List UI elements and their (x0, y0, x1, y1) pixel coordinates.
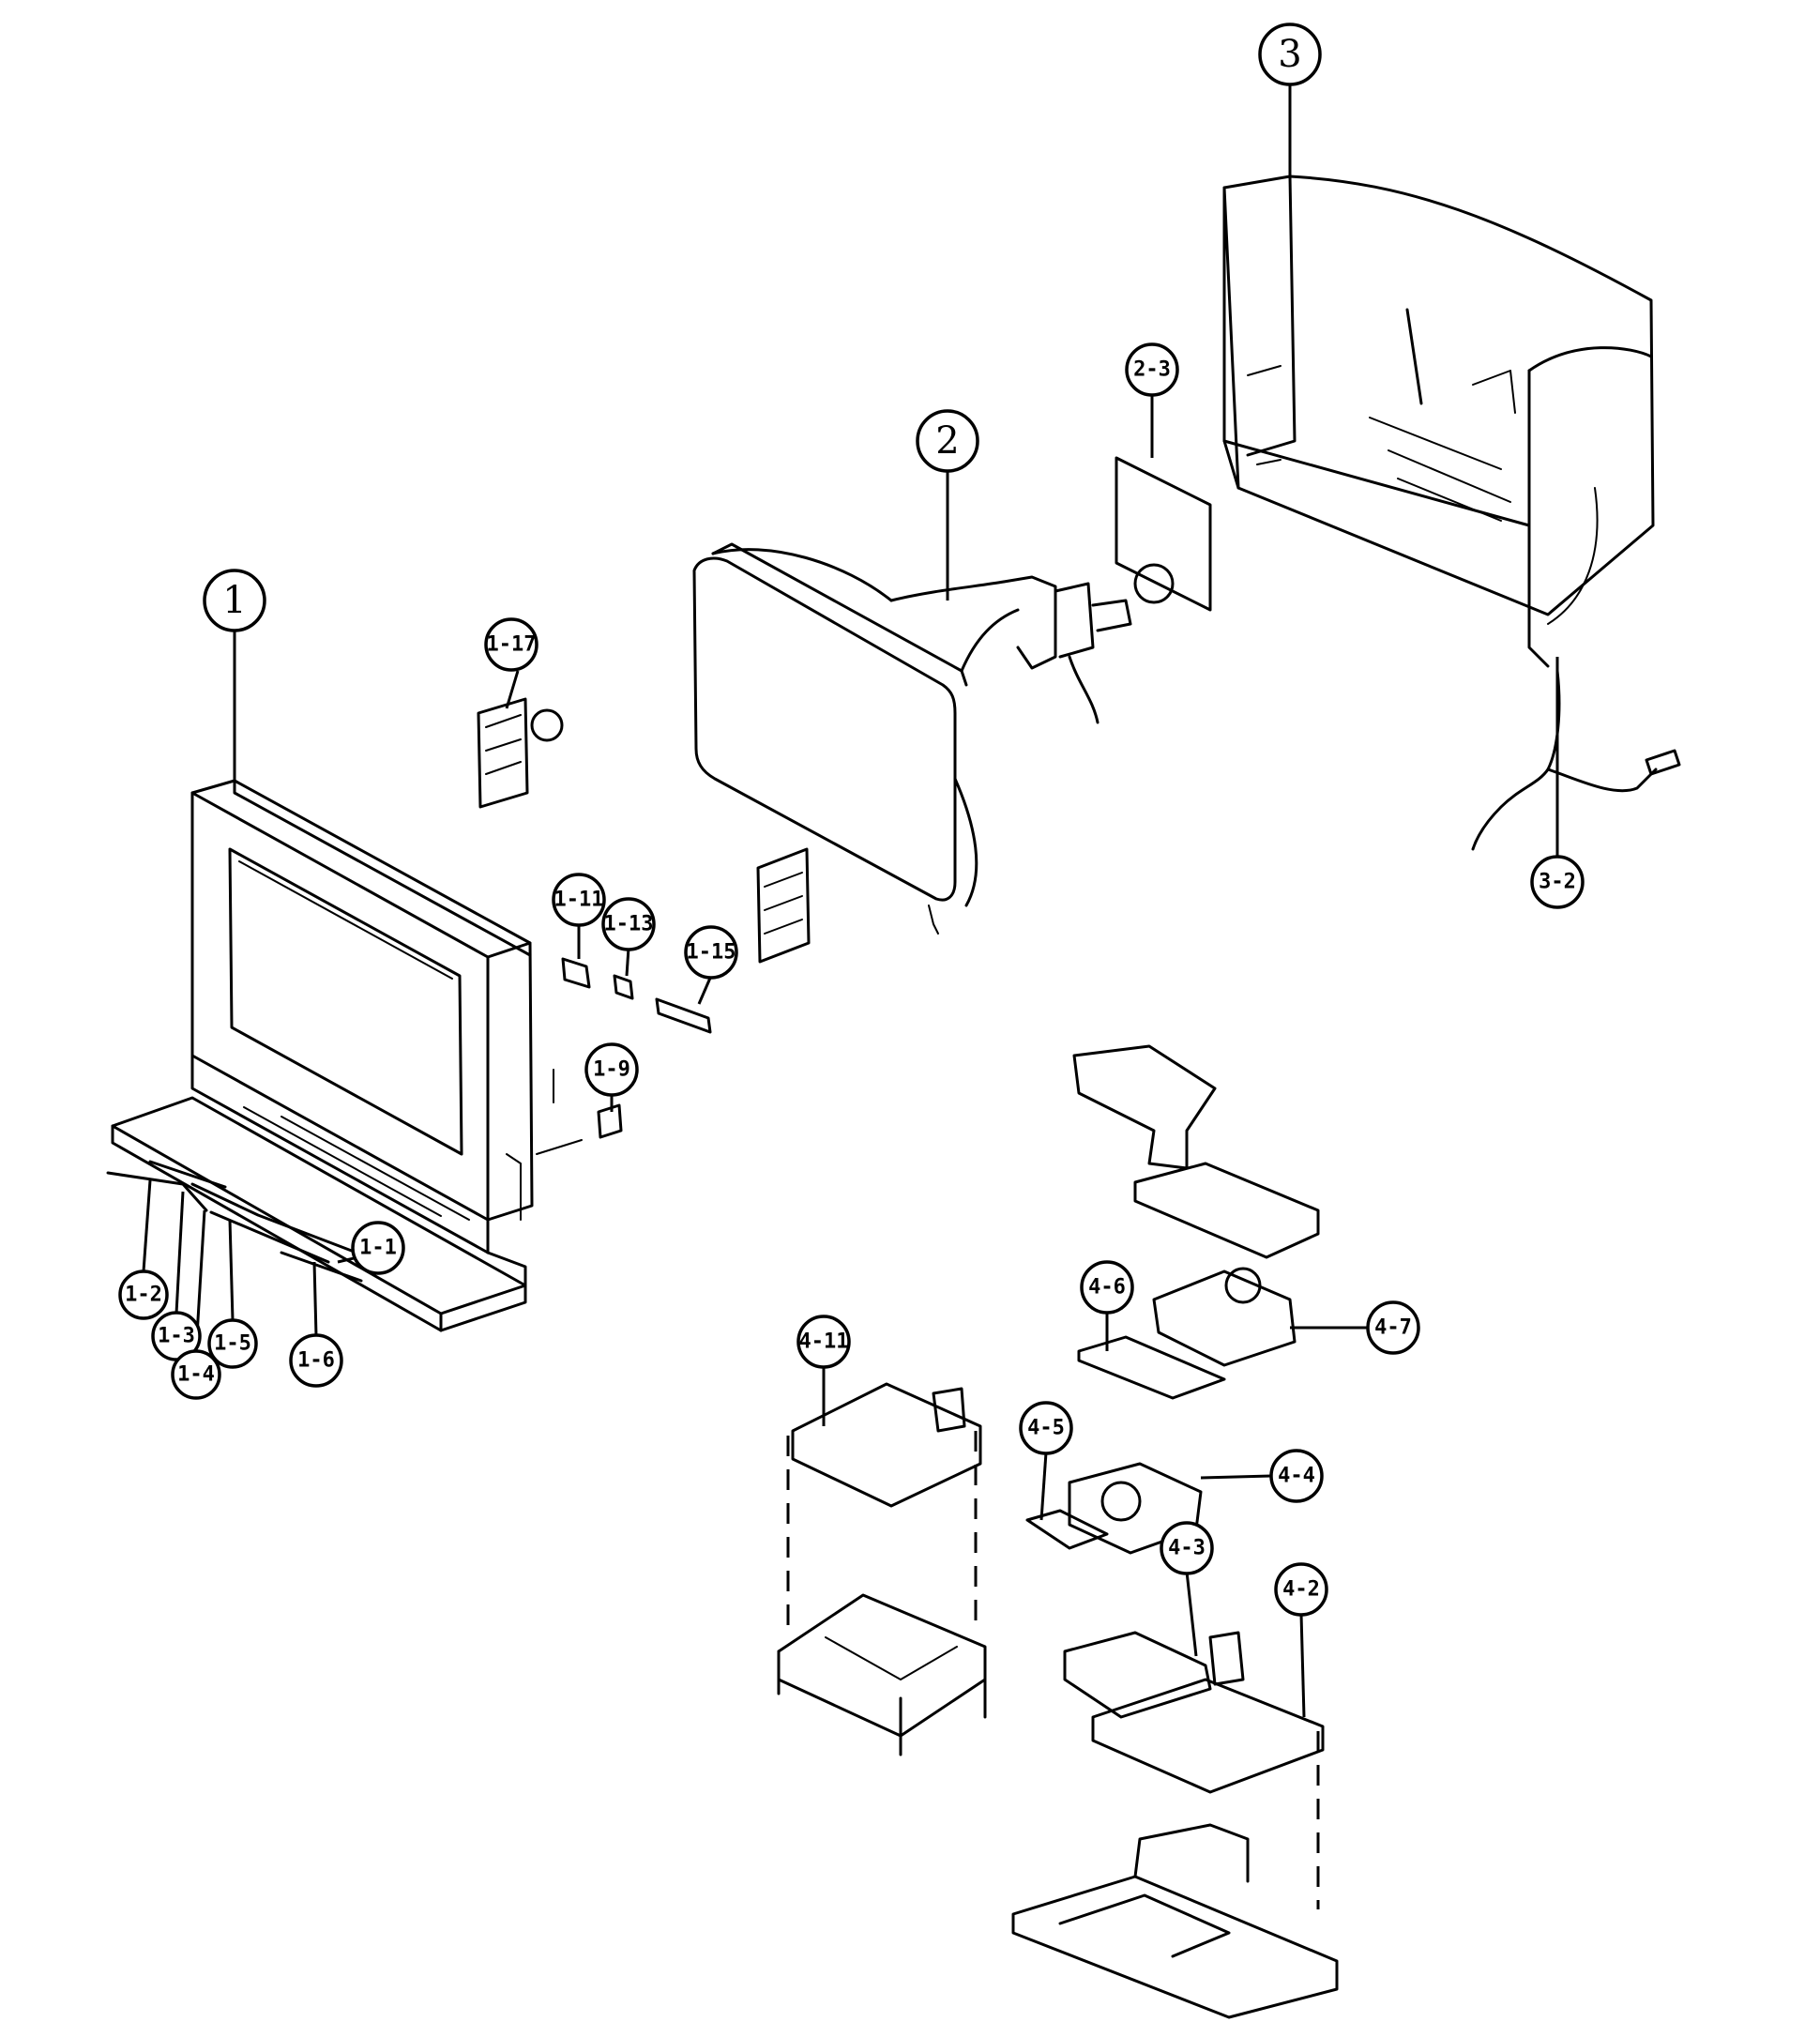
svg-text:2: 2 (935, 419, 959, 463)
front-cabinet (106, 779, 712, 1332)
callout-4-11: 4-11 (796, 1315, 851, 1369)
callout-2: 2 (916, 409, 979, 473)
svg-text:4-6: 4-6 (1088, 1276, 1126, 1300)
svg-text:1-11: 1-11 (554, 889, 604, 912)
callout-4-7: 4-7 (1366, 1300, 1420, 1355)
callout-1-1: 1-1 (351, 1221, 405, 1275)
leader-lines (142, 84, 1559, 1718)
deflection-board (1115, 456, 1212, 612)
callout-4-3: 4-3 (1160, 1521, 1214, 1575)
callout-1-5: 1-5 (207, 1318, 258, 1369)
svg-text:1-13: 1-13 (604, 913, 654, 936)
svg-text:4-4: 4-4 (1278, 1465, 1315, 1488)
callout-3: 3 (1258, 23, 1322, 86)
callout-4-4: 4-4 (1269, 1449, 1324, 1503)
speaker-left (477, 697, 564, 809)
svg-text:1-17: 1-17 (487, 633, 537, 657)
svg-text:1-2: 1-2 (125, 1284, 162, 1307)
back-cabinet (1222, 175, 1681, 851)
callout-1-9: 1-9 (584, 1042, 639, 1097)
callout-1-15: 1-15 (684, 925, 738, 980)
svg-text:1: 1 (222, 579, 246, 622)
svg-text:2-3: 2-3 (1133, 358, 1171, 382)
svg-text:4-5: 4-5 (1027, 1417, 1065, 1440)
svg-text:1-3: 1-3 (158, 1325, 195, 1348)
svg-text:1-9: 1-9 (593, 1058, 630, 1082)
svg-text:1-5: 1-5 (214, 1332, 251, 1356)
vcr-mechanism (777, 1044, 1339, 2019)
svg-text:4-3: 4-3 (1168, 1537, 1206, 1560)
callout-4-6: 4-6 (1080, 1260, 1134, 1315)
callout-3-2: 3-2 (1530, 855, 1585, 909)
callout-1-6: 1-6 (289, 1333, 343, 1388)
svg-text:3: 3 (1278, 33, 1301, 76)
svg-text:4-7: 4-7 (1374, 1316, 1412, 1340)
callout-4-2: 4-2 (1274, 1562, 1328, 1617)
svg-text:1-4: 1-4 (177, 1363, 215, 1387)
callout-4-5: 4-5 (1019, 1401, 1073, 1455)
callout-1-2: 1-2 (118, 1269, 169, 1320)
crt-tube (692, 542, 1175, 935)
callout-2-3: 2-3 (1125, 342, 1179, 397)
speaker-right (756, 847, 811, 964)
callout-1-4: 1-4 (171, 1349, 221, 1400)
callout-1: 1 (203, 569, 266, 632)
callout-1-17: 1-17 (484, 617, 538, 672)
svg-text:3-2: 3-2 (1539, 871, 1576, 894)
svg-text:1-15: 1-15 (687, 941, 736, 965)
svg-text:4-2: 4-2 (1282, 1578, 1320, 1602)
callout-1-13: 1-13 (601, 897, 656, 951)
svg-text:1-1: 1-1 (359, 1237, 397, 1260)
callout-1-11: 1-11 (552, 873, 606, 927)
svg-text:4-11: 4-11 (799, 1330, 849, 1354)
svg-text:1-6: 1-6 (297, 1349, 335, 1373)
